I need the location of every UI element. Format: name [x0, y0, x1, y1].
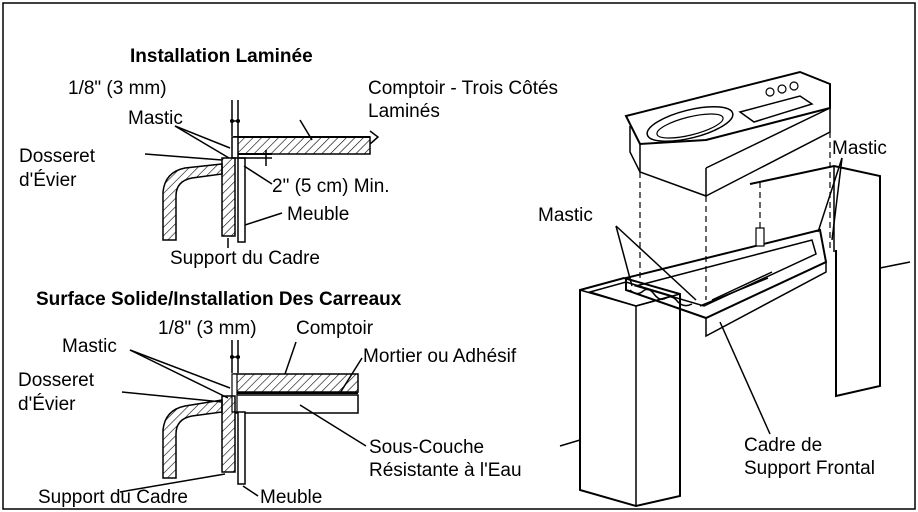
solid-countertop-label: Comptoir [296, 318, 374, 339]
iso-mastic-right-label: Mastic [832, 138, 887, 159]
iso-front-frame-label-1: Cadre de [744, 435, 822, 456]
solid-backsplash-label-1: Dosseret [18, 370, 95, 391]
laminate-frame-support-label: Support du Cadre [170, 248, 320, 269]
laminate-section: Installation Laminée 1/8" (3 mm) Comptoi… [19, 46, 558, 269]
iso-right-cabinet [749, 164, 911, 398]
laminate-frame-support [221, 157, 236, 237]
laminate-cabinet [237, 157, 246, 243]
laminate-mastic-label: Mastic [128, 108, 183, 129]
solid-underlayment-label-1: Sous-Couche [369, 437, 484, 458]
solid-gap-label: 1/8" (3 mm) [158, 318, 257, 339]
iso-front-frame-label-2: Support Frontal [744, 458, 875, 479]
laminate-backsplash-label-1: Dosseret [19, 146, 96, 167]
laminate-countertop [233, 136, 371, 155]
solid-mortar-label: Mortier ou Adhésif [363, 346, 517, 367]
solid-title: Surface Solide/Installation Des Carreaux [36, 289, 402, 310]
laminate-gap-label: 1/8" (3 mm) [68, 78, 167, 99]
solid-cabinet-label: Meuble [260, 487, 322, 508]
laminate-countertop-label-1: Comptoir - Trois Côtés [368, 78, 558, 99]
iso-mastic-left-label: Mastic [538, 205, 593, 226]
solid-countertop [233, 373, 359, 393]
laminate-cabinet-label: Meuble [287, 204, 349, 225]
solid-backsplash-label-2: d'Évier [18, 394, 76, 415]
laminate-countertop-label-2: Laminés [368, 101, 440, 122]
solid-underlayment-label-2: Résistante à l'Eau [369, 460, 522, 481]
iso-frame-support [625, 227, 828, 338]
iso-left-cabinet [559, 276, 681, 508]
solid-underlayment [235, 394, 359, 414]
laminate-title: Installation Laminée [130, 46, 313, 67]
solid-frame-support-label: Support du Cadre [38, 487, 188, 508]
solid-section: Surface Solide/Installation Des Carreaux… [18, 289, 522, 508]
laminate-overhang-label: 2" (5 cm) Min. [272, 176, 390, 197]
laminate-sink [162, 163, 223, 241]
iso-sink-top [624, 70, 831, 198]
solid-cabinet [237, 411, 246, 485]
solid-mastic-label: Mastic [62, 336, 117, 357]
solid-frame-support [221, 395, 236, 473]
laminate-backsplash-label-2: d'Évier [19, 170, 77, 191]
isometric-assembly: Mastic Mastic Cadre de Support Frontal [538, 70, 911, 508]
solid-sink [162, 399, 223, 479]
